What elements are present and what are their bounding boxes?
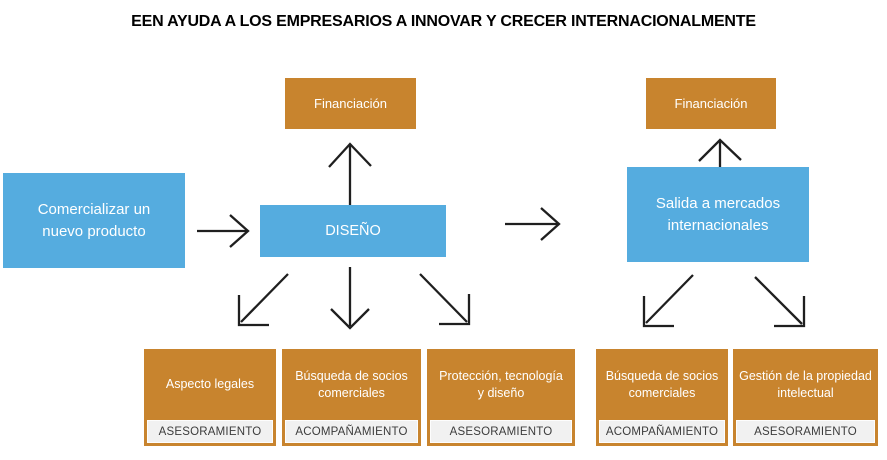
service-box-partner-search-1: Búsqueda de socios comerciales ACOMPAÑAM… (282, 349, 421, 446)
service-box-ip-management: Gestión de la propiedad intelectual ASES… (733, 349, 878, 446)
funding-box-right: Financiación (646, 78, 776, 129)
service-type-badge: ACOMPAÑAMIENTO (599, 420, 725, 443)
arrow-markets-to-funding (698, 138, 742, 167)
funding-label: Financiación (674, 96, 748, 111)
commercialize-product-label: Comercializar un nuevo producto (37, 200, 151, 240)
funding-box-left: Financiación (285, 78, 416, 129)
service-box-partner-search-2: Búsqueda de socios comerciales ACOMPAÑAM… (596, 349, 728, 446)
service-label: Búsqueda de socios comerciales (295, 368, 408, 400)
diagram-title: EEN AYUDA A LOS EMPRESARIOS A INNOVAR Y … (131, 13, 756, 30)
arrow-design-to-funding (328, 142, 372, 205)
funding-label: Financiación (314, 96, 387, 111)
commercialize-product-box: Comercializar un nuevo producto (3, 173, 185, 268)
design-box: DISEÑO (260, 205, 446, 257)
international-markets-box: Salida a mercados internacionales (627, 167, 809, 262)
service-type-badge: ASESORAMIENTO (147, 420, 273, 443)
arrow-design-to-protection (419, 273, 471, 326)
service-label: Gestión de la propiedad intelectual (739, 368, 872, 400)
service-label: Aspecto legales (165, 377, 255, 392)
service-type-badge: ASESORAMIENTO (430, 420, 572, 443)
arrow-design-to-legal (237, 273, 289, 327)
service-type-badge: ACOMPAÑAMIENTO (285, 420, 418, 443)
service-box-protection-tech-design: Protección, tecnología y diseño ASESORAM… (427, 349, 575, 446)
arrow-markets-to-ip (754, 276, 806, 328)
service-label: Protección, tecnología y diseño (439, 368, 563, 400)
arrow-design-to-markets (505, 207, 561, 241)
arrow-markets-to-partners (642, 274, 694, 328)
service-type-badge: ASESORAMIENTO (736, 420, 875, 443)
service-label: Búsqueda de socios comerciales (605, 368, 719, 400)
design-label: DISEÑO (325, 223, 381, 239)
arrow-start-to-design (197, 214, 250, 248)
service-box-legal-aspects: Aspecto legales ASESORAMIENTO (144, 349, 276, 446)
arrow-design-to-partners (330, 267, 370, 330)
international-markets-label: Salida a mercados internacionales (655, 194, 781, 234)
